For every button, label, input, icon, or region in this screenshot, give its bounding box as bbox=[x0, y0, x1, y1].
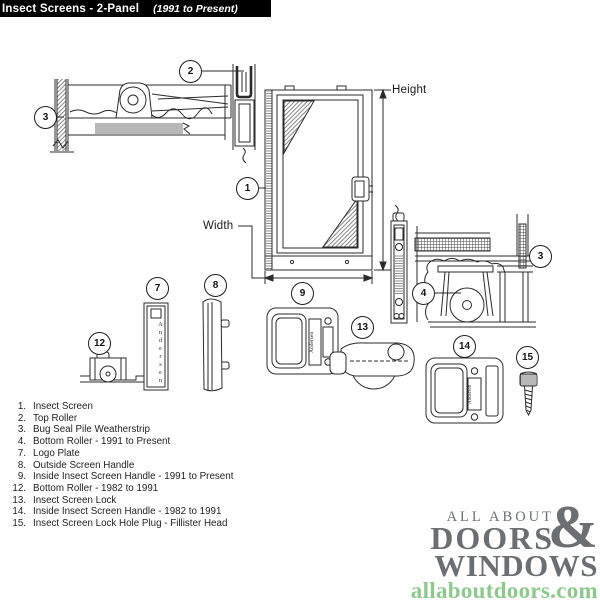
inside-handle-1991-drawing bbox=[266, 307, 339, 375]
inside-handle-1991-brand-text: Andersen bbox=[309, 331, 315, 353]
part-label: Bottom Roller - 1982 to 1991 bbox=[33, 482, 159, 494]
parts-list-item-2: 2. Top Roller bbox=[5, 413, 325, 425]
callout-9-inside-handle: 9 bbox=[291, 282, 314, 305]
width-dimension-label: Width bbox=[203, 220, 234, 232]
parts-list-item-14: 14. Inside Insect Screen Handle - 1982 t… bbox=[5, 506, 325, 518]
parts-list-item-3: 3. Bug Seal Pile Weatherstrip bbox=[5, 424, 325, 436]
parts-list-item-1: 1. Insect Screen bbox=[5, 401, 325, 413]
callout-1-insect-screen: 1 bbox=[236, 177, 259, 200]
bottom-roller-1982-drawing bbox=[80, 351, 146, 383]
callout-13-screen-lock: 13 bbox=[351, 316, 374, 339]
logo-website-url[interactable]: allaboutdoors.com bbox=[410, 578, 598, 603]
callout-3-weatherstrip-right: 3 bbox=[529, 245, 552, 268]
part-number: 4. bbox=[17, 436, 26, 448]
callout-4-bottom-roller: 4 bbox=[412, 282, 435, 305]
insect-screen-panel-drawing bbox=[264, 85, 373, 271]
logo-ampersand: & bbox=[548, 494, 598, 560]
part-number: 8. bbox=[17, 459, 26, 471]
logo-doors: DOORS bbox=[430, 520, 554, 556]
callout-12-bottom-roller-1982: 12 bbox=[88, 332, 111, 355]
part-number: 3. bbox=[17, 424, 26, 436]
insect-screen-lock-drawing bbox=[329, 342, 415, 390]
header-bar: Insect Screens - 2-Panel (1991 to Presen… bbox=[0, 0, 271, 17]
callout-14-inside-handle-1982: 14 bbox=[453, 335, 476, 358]
callout-8-outside-handle: 8 bbox=[204, 274, 227, 297]
company-logo: ALL ABOUT & DOORS WINDOWS allaboutdoors.… bbox=[408, 497, 598, 603]
outside-screen-handle-drawing bbox=[202, 298, 230, 392]
page-title: Insect Screens - 2-Panel bbox=[2, 2, 140, 15]
part-label: Bug Seal Pile Weatherstrip bbox=[33, 424, 150, 436]
part-label: Insect Screen Lock bbox=[33, 494, 117, 506]
height-dimension-label: Height bbox=[392, 84, 427, 96]
parts-list-item-12: 12. Bottom Roller - 1982 to 1991 bbox=[5, 483, 325, 495]
parts-list-item-9: 9. Inside Insect Screen Handle - 1991 to… bbox=[5, 471, 325, 483]
parts-list-item-8: 8. Outside Screen Handle bbox=[5, 460, 325, 472]
top-roller-assembly-drawing bbox=[50, 64, 256, 164]
part-number: 7. bbox=[17, 447, 26, 459]
dimension-lines bbox=[238, 88, 391, 284]
callout-3-weatherstrip-left: 3 bbox=[34, 106, 57, 129]
part-label: Bottom Roller - 1991 to Present bbox=[33, 436, 171, 448]
part-label: Inside Insect Screen Handle - 1991 to Pr… bbox=[33, 471, 234, 483]
logo-all-about: ALL ABOUT bbox=[446, 509, 554, 525]
parts-list-item-13: 13. Insect Screen Lock bbox=[5, 495, 325, 507]
part-number: 15. bbox=[12, 518, 26, 530]
part-label: Outside Screen Handle bbox=[33, 459, 135, 471]
part-label: Inside Insect Screen Handle - 1982 to 19… bbox=[33, 506, 222, 518]
part-label: Insect Screen bbox=[33, 401, 93, 412]
page-subtitle: (1991 to Present) bbox=[153, 2, 238, 15]
part-number: 1. bbox=[17, 401, 26, 412]
inside-handle-1982-brand-text: Andersen bbox=[468, 384, 473, 404]
parts-list: 1. Insect Screen 2. Top Roller 3. Bug Se… bbox=[5, 401, 325, 530]
logo-windows: WINDOWS bbox=[434, 548, 598, 583]
part-number: 12. bbox=[12, 482, 26, 494]
part-number: 9. bbox=[17, 471, 26, 483]
callout-7-logo-plate: 7 bbox=[146, 277, 169, 300]
parts-list-item-7: 7. Logo Plate bbox=[5, 448, 325, 460]
callout-2-top-roller: 2 bbox=[179, 60, 202, 83]
callout-15-hole-plug: 15 bbox=[516, 346, 539, 369]
part-label: Logo Plate bbox=[33, 447, 80, 459]
callout-leader-lines bbox=[57, 70, 528, 294]
part-number: 14. bbox=[12, 506, 26, 518]
part-label: Top Roller bbox=[33, 412, 78, 424]
inside-handle-1982-drawing bbox=[425, 357, 504, 424]
part-number: 2. bbox=[17, 412, 26, 424]
parts-list-item-4: 4. Bottom Roller - 1991 to Present bbox=[5, 436, 325, 448]
hole-plug-screw-drawing bbox=[519, 371, 538, 417]
part-number: 13. bbox=[12, 494, 26, 506]
logo-plate-brand-text: Andersen bbox=[157, 321, 164, 384]
part-label: Insect Screen Lock Hole Plug - Fillister… bbox=[33, 518, 228, 530]
logo-plate-drawing bbox=[143, 302, 169, 391]
parts-list-item-15: 15. Insect Screen Lock Hole Plug - Filli… bbox=[5, 518, 325, 530]
bottom-roller-assembly-drawing bbox=[390, 204, 536, 328]
